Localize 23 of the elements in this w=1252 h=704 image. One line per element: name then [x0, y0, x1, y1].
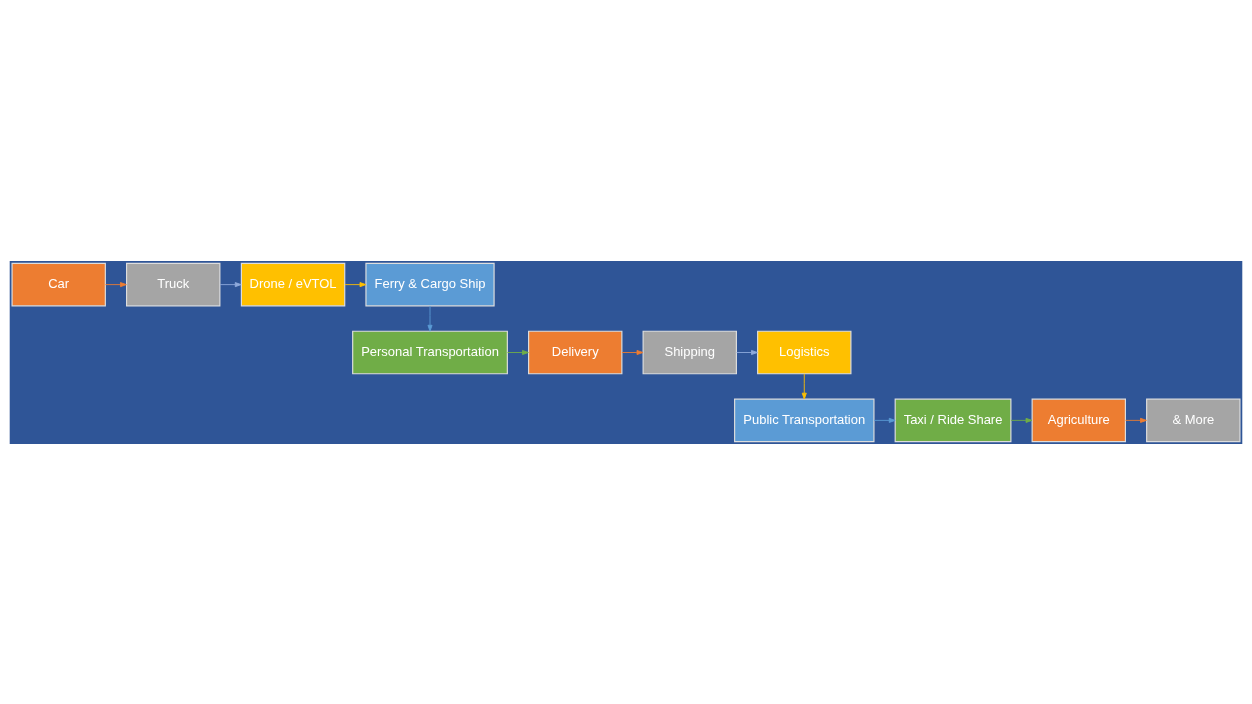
node-box: Personal Transportation: [352, 330, 508, 374]
arrow: [1125, 417, 1147, 423]
arrow: [621, 349, 644, 355]
arrow: [736, 349, 758, 355]
arrow: [507, 349, 529, 355]
node-box: Ferry & Cargo Ship: [365, 262, 495, 306]
node-box: & More: [1146, 398, 1241, 442]
arrow: [344, 281, 367, 287]
arrow: [219, 281, 242, 287]
node-box: Shipping: [642, 330, 737, 374]
node-box: Car: [11, 262, 106, 306]
node-box: Logistics: [757, 330, 852, 374]
node-box: Taxi / Ride Share: [894, 398, 1012, 442]
node-box: Public Transportation: [734, 398, 875, 442]
arrow: [1010, 417, 1033, 423]
node-box: Agriculture: [1031, 398, 1126, 442]
arrow: [873, 417, 896, 423]
node-box: Delivery: [528, 330, 623, 374]
arrow: [427, 305, 433, 332]
node-box: Truck: [126, 262, 221, 306]
arrow: [105, 281, 127, 287]
arrow: [801, 372, 807, 399]
node-box: Drone / eVTOL: [240, 262, 346, 306]
